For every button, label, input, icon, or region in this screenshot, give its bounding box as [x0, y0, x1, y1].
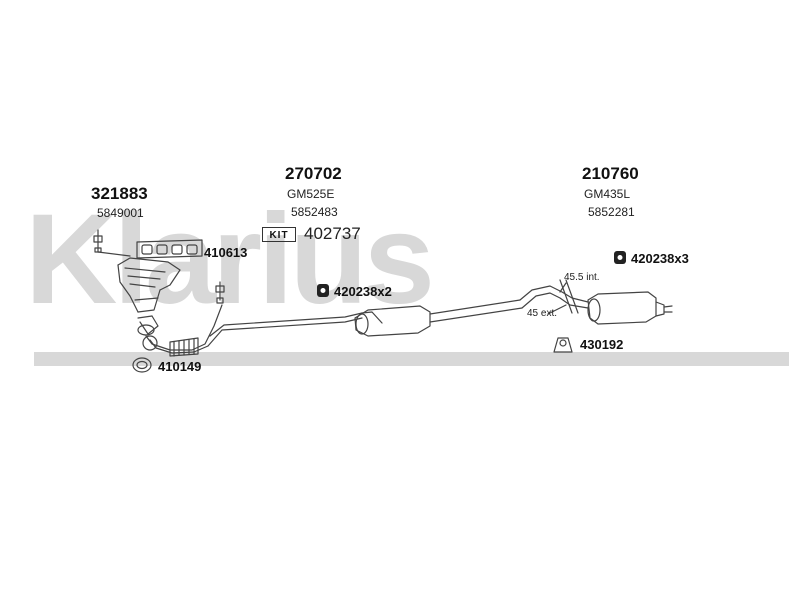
- centre-silencer-icon: [354, 299, 523, 337]
- fitting-mount-mid-label: 420238x2: [334, 284, 392, 299]
- part-model-centre: GM525E: [287, 187, 335, 201]
- manifold-gasket-icon: [136, 239, 203, 259]
- part-number-manifold: 321883: [91, 184, 148, 203]
- fitting-mount-rear-label: 420238x3: [631, 251, 689, 266]
- watermark-logo: Klarius: [25, 202, 435, 317]
- front-pipe-icon: [142, 304, 223, 357]
- fitting-gasket-label: 410613: [204, 245, 248, 260]
- rubber-mount-icon: [317, 284, 329, 297]
- clamp-ring-icon: [132, 357, 152, 373]
- part-ref-centre: 5852483: [291, 205, 338, 219]
- rubber-mount-icon: [614, 251, 626, 264]
- part-number-centre: 270702: [285, 164, 342, 183]
- part-model-rear: GM435L: [584, 187, 631, 201]
- part-number-rear: 210760: [582, 164, 639, 183]
- fitting-hanger-label: 430192: [580, 337, 624, 352]
- oxygen-sensor-icon: [215, 281, 225, 304]
- watermark-bar: [34, 352, 789, 366]
- part-ref-rear: 5852281: [588, 205, 635, 219]
- kit-badge: KIT: [262, 227, 296, 242]
- hanger-bracket-icon: [553, 337, 573, 353]
- kit-number: 402737: [304, 224, 361, 243]
- dimension-internal: 45.5 int.: [564, 272, 600, 283]
- rear-pipe-icon: [519, 279, 589, 314]
- manifold-stud-icon: [93, 229, 131, 257]
- dimension-external: 45 ext.: [527, 308, 558, 319]
- fitting-clamp-label: 410149: [158, 359, 202, 374]
- part-ref-manifold: 5849001: [97, 206, 144, 220]
- intermediate-pipe-icon: [207, 311, 383, 347]
- rear-silencer-icon: [587, 291, 673, 325]
- catalytic-manifold-icon: [117, 257, 181, 336]
